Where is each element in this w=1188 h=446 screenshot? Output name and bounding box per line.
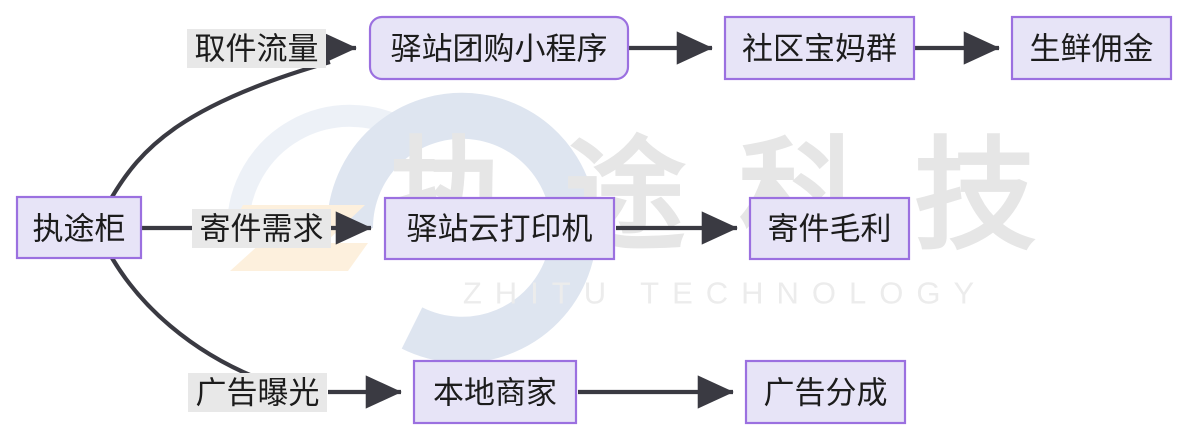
watermark-char-3: 技 [914,128,1036,264]
watermark-tagline: ZHITU TECHNOLOGY [463,276,987,311]
node-label: 社区宝妈群 [742,32,897,67]
node-shequ-baoma-qun[interactable]: 社区宝妈群 [723,15,916,81]
node-yizhan-yun-dayinji[interactable]: 驿站云打印机 [383,196,616,261]
node-jijian-maoli[interactable]: 寄件毛利 [748,196,911,261]
node-label: 驿站团购小程序 [391,32,608,67]
edge-label-jijian-xuqiu: 寄件需求 [192,209,331,248]
edge-label-text: 取件流量 [195,32,319,67]
node-label: 生鲜佣金 [1030,32,1154,67]
node-label: 本地商家 [433,376,557,411]
edge-label-text: 广告曝光 [196,376,320,411]
node-shengxian-yongjin[interactable]: 生鲜佣金 [1010,15,1173,81]
edges-group [110,31,1000,409]
node-label: 广告分成 [764,376,888,411]
nodes-group: 执途柜 驿站团购小程序 社区宝妈群 生鲜佣金 驿站云打印机 [15,15,1173,425]
node-label: 执途柜 [33,212,126,247]
edge-root-to-n6-curve [110,256,263,382]
edge-label-guanggao-baoguang: 广告曝光 [188,373,327,412]
edge-label-text: 寄件需求 [200,212,324,247]
node-label: 寄件毛利 [768,212,892,247]
edge-label-qujian-liuliang: 取件流量 [187,29,326,68]
edge-labels-group: 取件流量 寄件需求 广告曝光 [187,29,331,412]
edge-root-to-n1 [110,59,331,199]
node-label: 驿站云打印机 [407,212,593,247]
node-yizhan-tuangou-xiaochengxu[interactable]: 驿站团购小程序 [368,15,630,81]
node-guanggao-fencheng[interactable]: 广告分成 [744,359,907,425]
node-bendi-shangjia[interactable]: 本地商家 [412,359,578,425]
node-root[interactable]: 执途柜 [15,195,143,260]
